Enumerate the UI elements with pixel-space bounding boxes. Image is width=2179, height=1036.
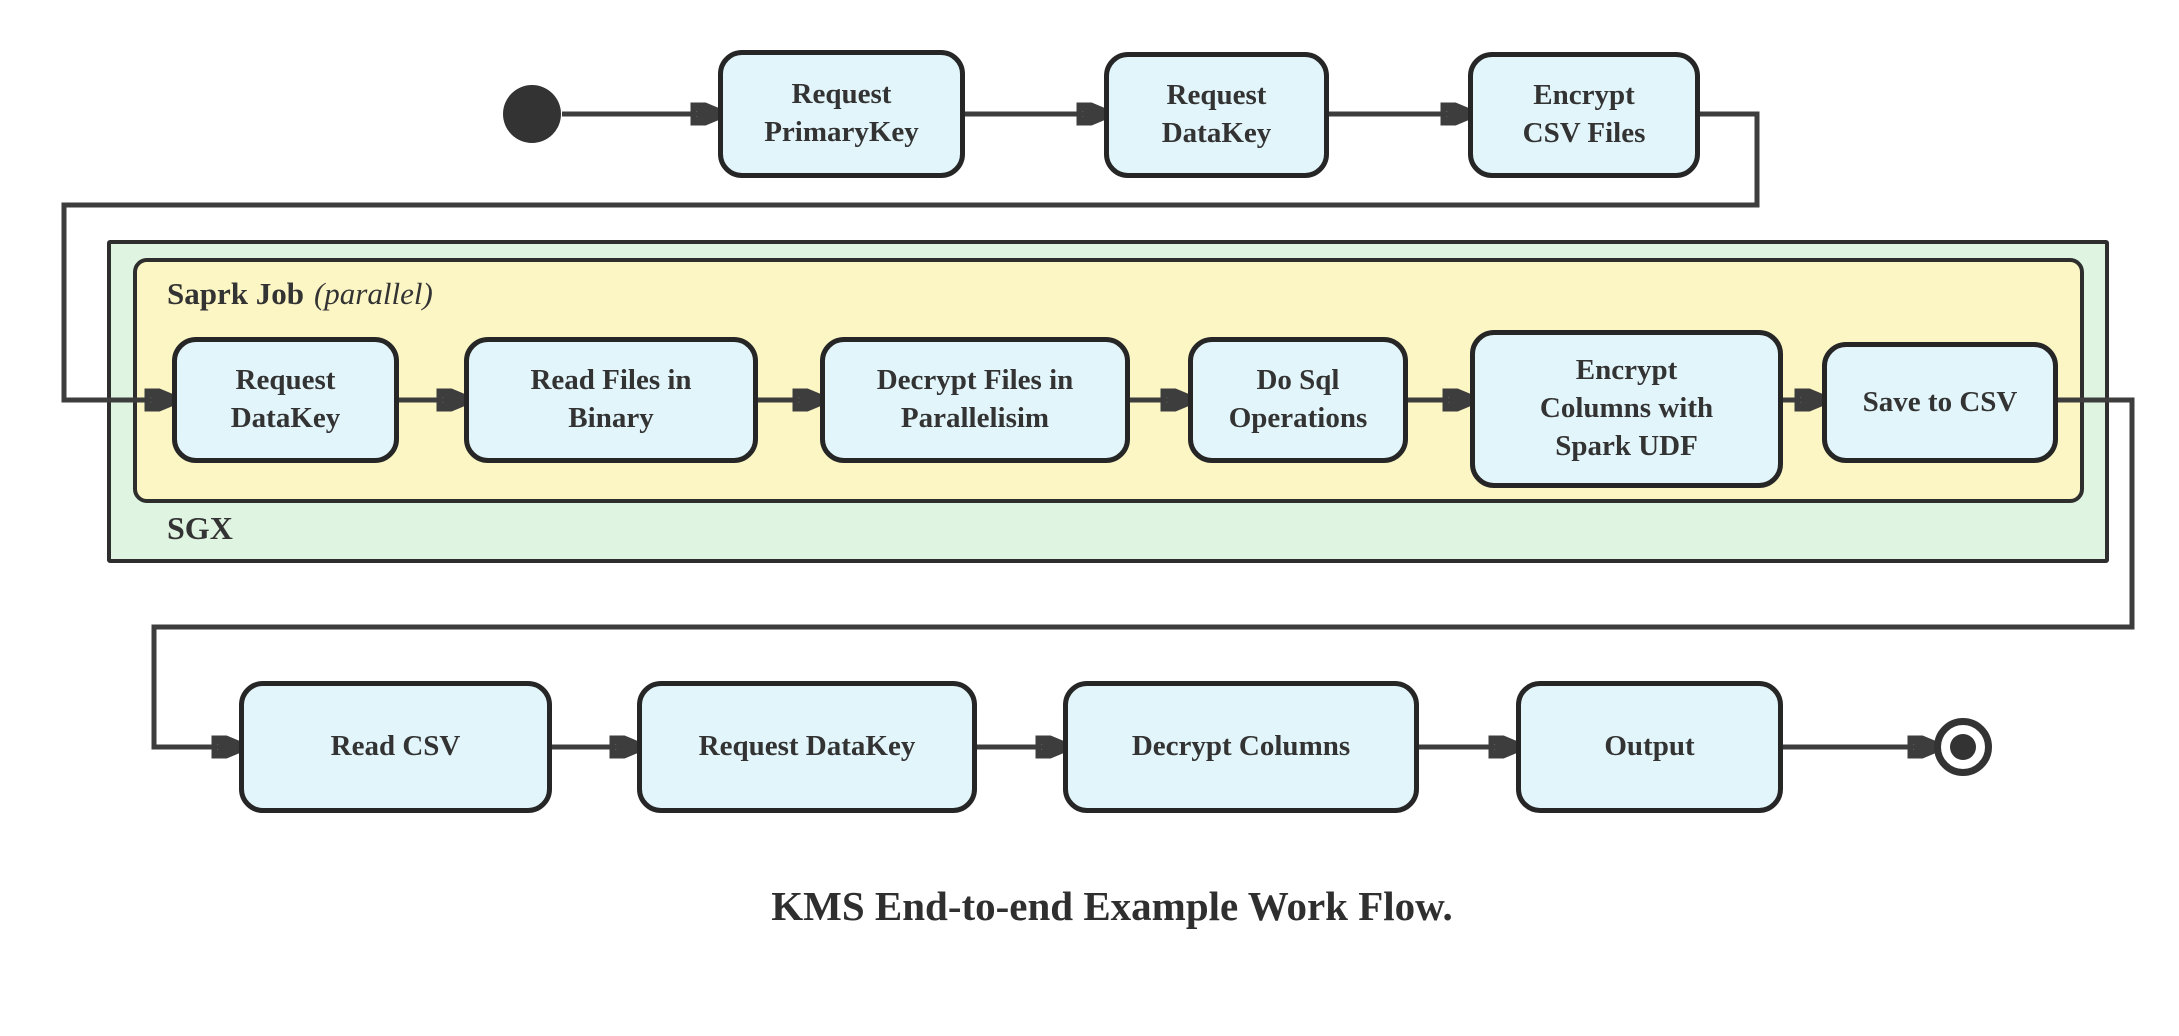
node-read-files-in-binary: Read Files in Binary [464, 337, 758, 463]
sgx-label: SGX [167, 510, 233, 546]
node-encrypt-csv-files: Encrypt CSV Files [1468, 52, 1700, 178]
diagram-caption: KMS End-to-end Example Work Flow. [771, 883, 1453, 929]
final-state-inner-dot [1950, 734, 1976, 760]
node-decrypt-columns: Decrypt Columns [1063, 681, 1419, 813]
node-output: Output [1516, 681, 1783, 813]
node-encrypt-columns-with-spark-udf: Encrypt Columns with Spark UDF [1470, 330, 1783, 488]
node-request-datakey-sgx: Request DataKey [172, 337, 399, 463]
node-decrypt-files-in-parallelisim: Decrypt Files in Parallelisim [820, 337, 1130, 463]
final-state-node [1934, 718, 1992, 776]
spark-job-parallel-qualifier: (parallel) [313, 276, 433, 311]
node-request-datakey-top: Request DataKey [1104, 52, 1329, 178]
initial-state-node [503, 85, 561, 143]
node-do-sql-operations: Do Sql Operations [1188, 337, 1408, 463]
node-read-csv: Read CSV [239, 681, 552, 813]
node-request-primarykey: Request PrimaryKey [718, 50, 965, 178]
spark-job-label-text: Saprk Job [167, 276, 304, 311]
node-request-datakey-bottom: Request DataKey [637, 681, 977, 813]
node-save-to-csv: Save to CSV [1822, 342, 2058, 463]
spark-job-label: Saprk Job (parallel) [167, 276, 433, 312]
